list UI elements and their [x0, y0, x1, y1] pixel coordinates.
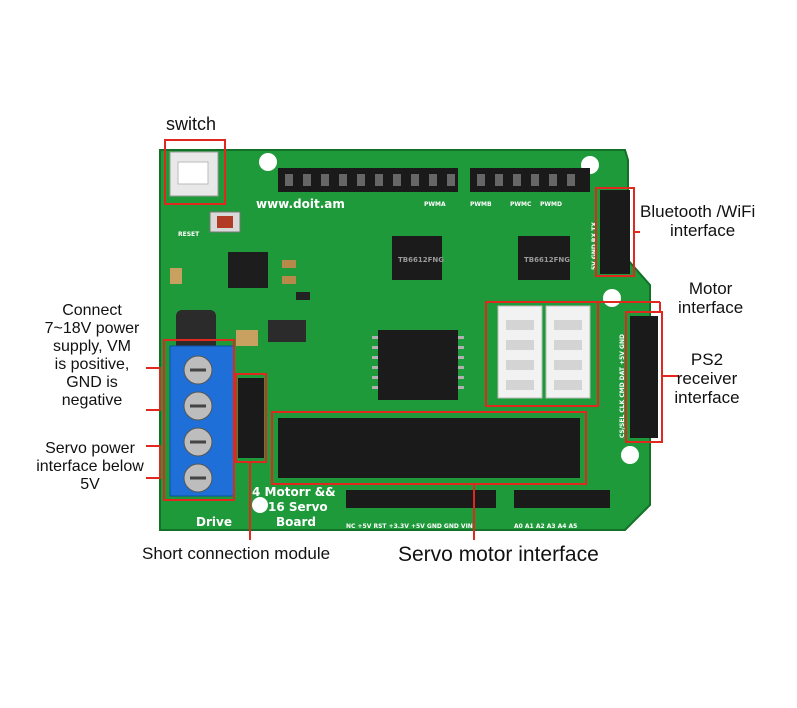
ps2-label: PS2 receiver interface: [666, 350, 748, 407]
board-website: www.doit.am: [256, 197, 345, 211]
short-connection-label: Short connection module: [142, 544, 331, 563]
short-connection-header: [238, 378, 264, 458]
motor-box: [485, 301, 599, 407]
servo-pin-header: [278, 418, 610, 508]
top-pin-header: [278, 168, 590, 192]
board-name-line1: 4 Motorr &&: [252, 485, 336, 499]
board-pwma-label: PWMA: [424, 201, 446, 208]
servo-power-label: Servo power interface below 5V: [34, 440, 146, 494]
motor-driver-chip-2: [518, 236, 570, 280]
power-label-line6: negative: [61, 391, 123, 409]
ps2-label-line2: receiver: [676, 369, 738, 389]
diode: [268, 320, 306, 342]
ps2-label-line1: PS2: [690, 350, 724, 369]
board-reset-label: RESET: [178, 231, 200, 238]
board-name-line2: 16 Servo: [268, 500, 328, 514]
leader-lines: [146, 231, 678, 540]
power-label-line3: supply, VM: [53, 337, 131, 355]
switch-box: [164, 139, 226, 205]
servo-header-box: [271, 411, 587, 485]
board-pwmb-label: PWMB: [470, 201, 492, 208]
board-analog-pins-label: A0 A1 A2 A3 A4 A5: [514, 523, 577, 530]
board-drive-label: Drive: [196, 515, 232, 529]
ps2-label-line3: interface: [674, 388, 740, 408]
motor-driver-chip-1: [392, 236, 442, 280]
power-supply-label: Connect 7~18V power supply, VM is positi…: [36, 302, 148, 409]
inductor: [176, 310, 216, 350]
power-label-line1: Connect: [62, 302, 122, 319]
power-terminal-box: [163, 339, 235, 501]
ps2-header: [630, 316, 658, 438]
bluetooth-header: [600, 190, 630, 274]
board-pwmc-label: PWMC: [510, 201, 532, 208]
servo-power-label-line1: Servo power: [45, 440, 135, 457]
chip1-marking: TB6612FNG: [398, 256, 444, 264]
power-switch: [169, 151, 219, 197]
motor-label-line1: Motor: [688, 279, 733, 298]
highlight-boxes: [163, 139, 663, 501]
board-ps2-pins-label: CS/SEL CLK CMD DAT +5V GND: [619, 334, 626, 438]
switch-label: switch: [166, 114, 217, 134]
regulator-chip: [228, 252, 268, 288]
power-label-line2: 7~18V power: [44, 319, 140, 337]
board-name-line3: Board: [276, 515, 316, 529]
servo-motor-label: Servo motor interface: [398, 543, 599, 566]
servo-power-label-line3: 5V: [80, 475, 100, 493]
board-pwmd-label: PWMD: [540, 201, 562, 208]
bluetooth-label-line1: Bluetooth /WiFi: [640, 202, 756, 221]
chip2-marking: TB6612FNG: [524, 256, 570, 264]
pwm-controller-chip: [378, 330, 458, 400]
motor-label: Motor interface: [678, 279, 743, 317]
servo-power-label-line2: interface below: [36, 457, 144, 475]
bluetooth-label: Bluetooth /WiFi interface: [640, 202, 755, 240]
motor-label-line2: interface: [678, 298, 744, 318]
bluetooth-label-line2: interface: [670, 221, 736, 241]
board-power-pins-label: NC +5V RST +3.3V +5V GND GND VIN: [346, 523, 473, 530]
power-terminal-block: [169, 345, 235, 497]
power-label-line4: is positive,: [54, 355, 130, 373]
power-label-line5: GND is: [66, 373, 118, 391]
board-bt-pins-label: 5V GND RX TX: [591, 222, 598, 270]
